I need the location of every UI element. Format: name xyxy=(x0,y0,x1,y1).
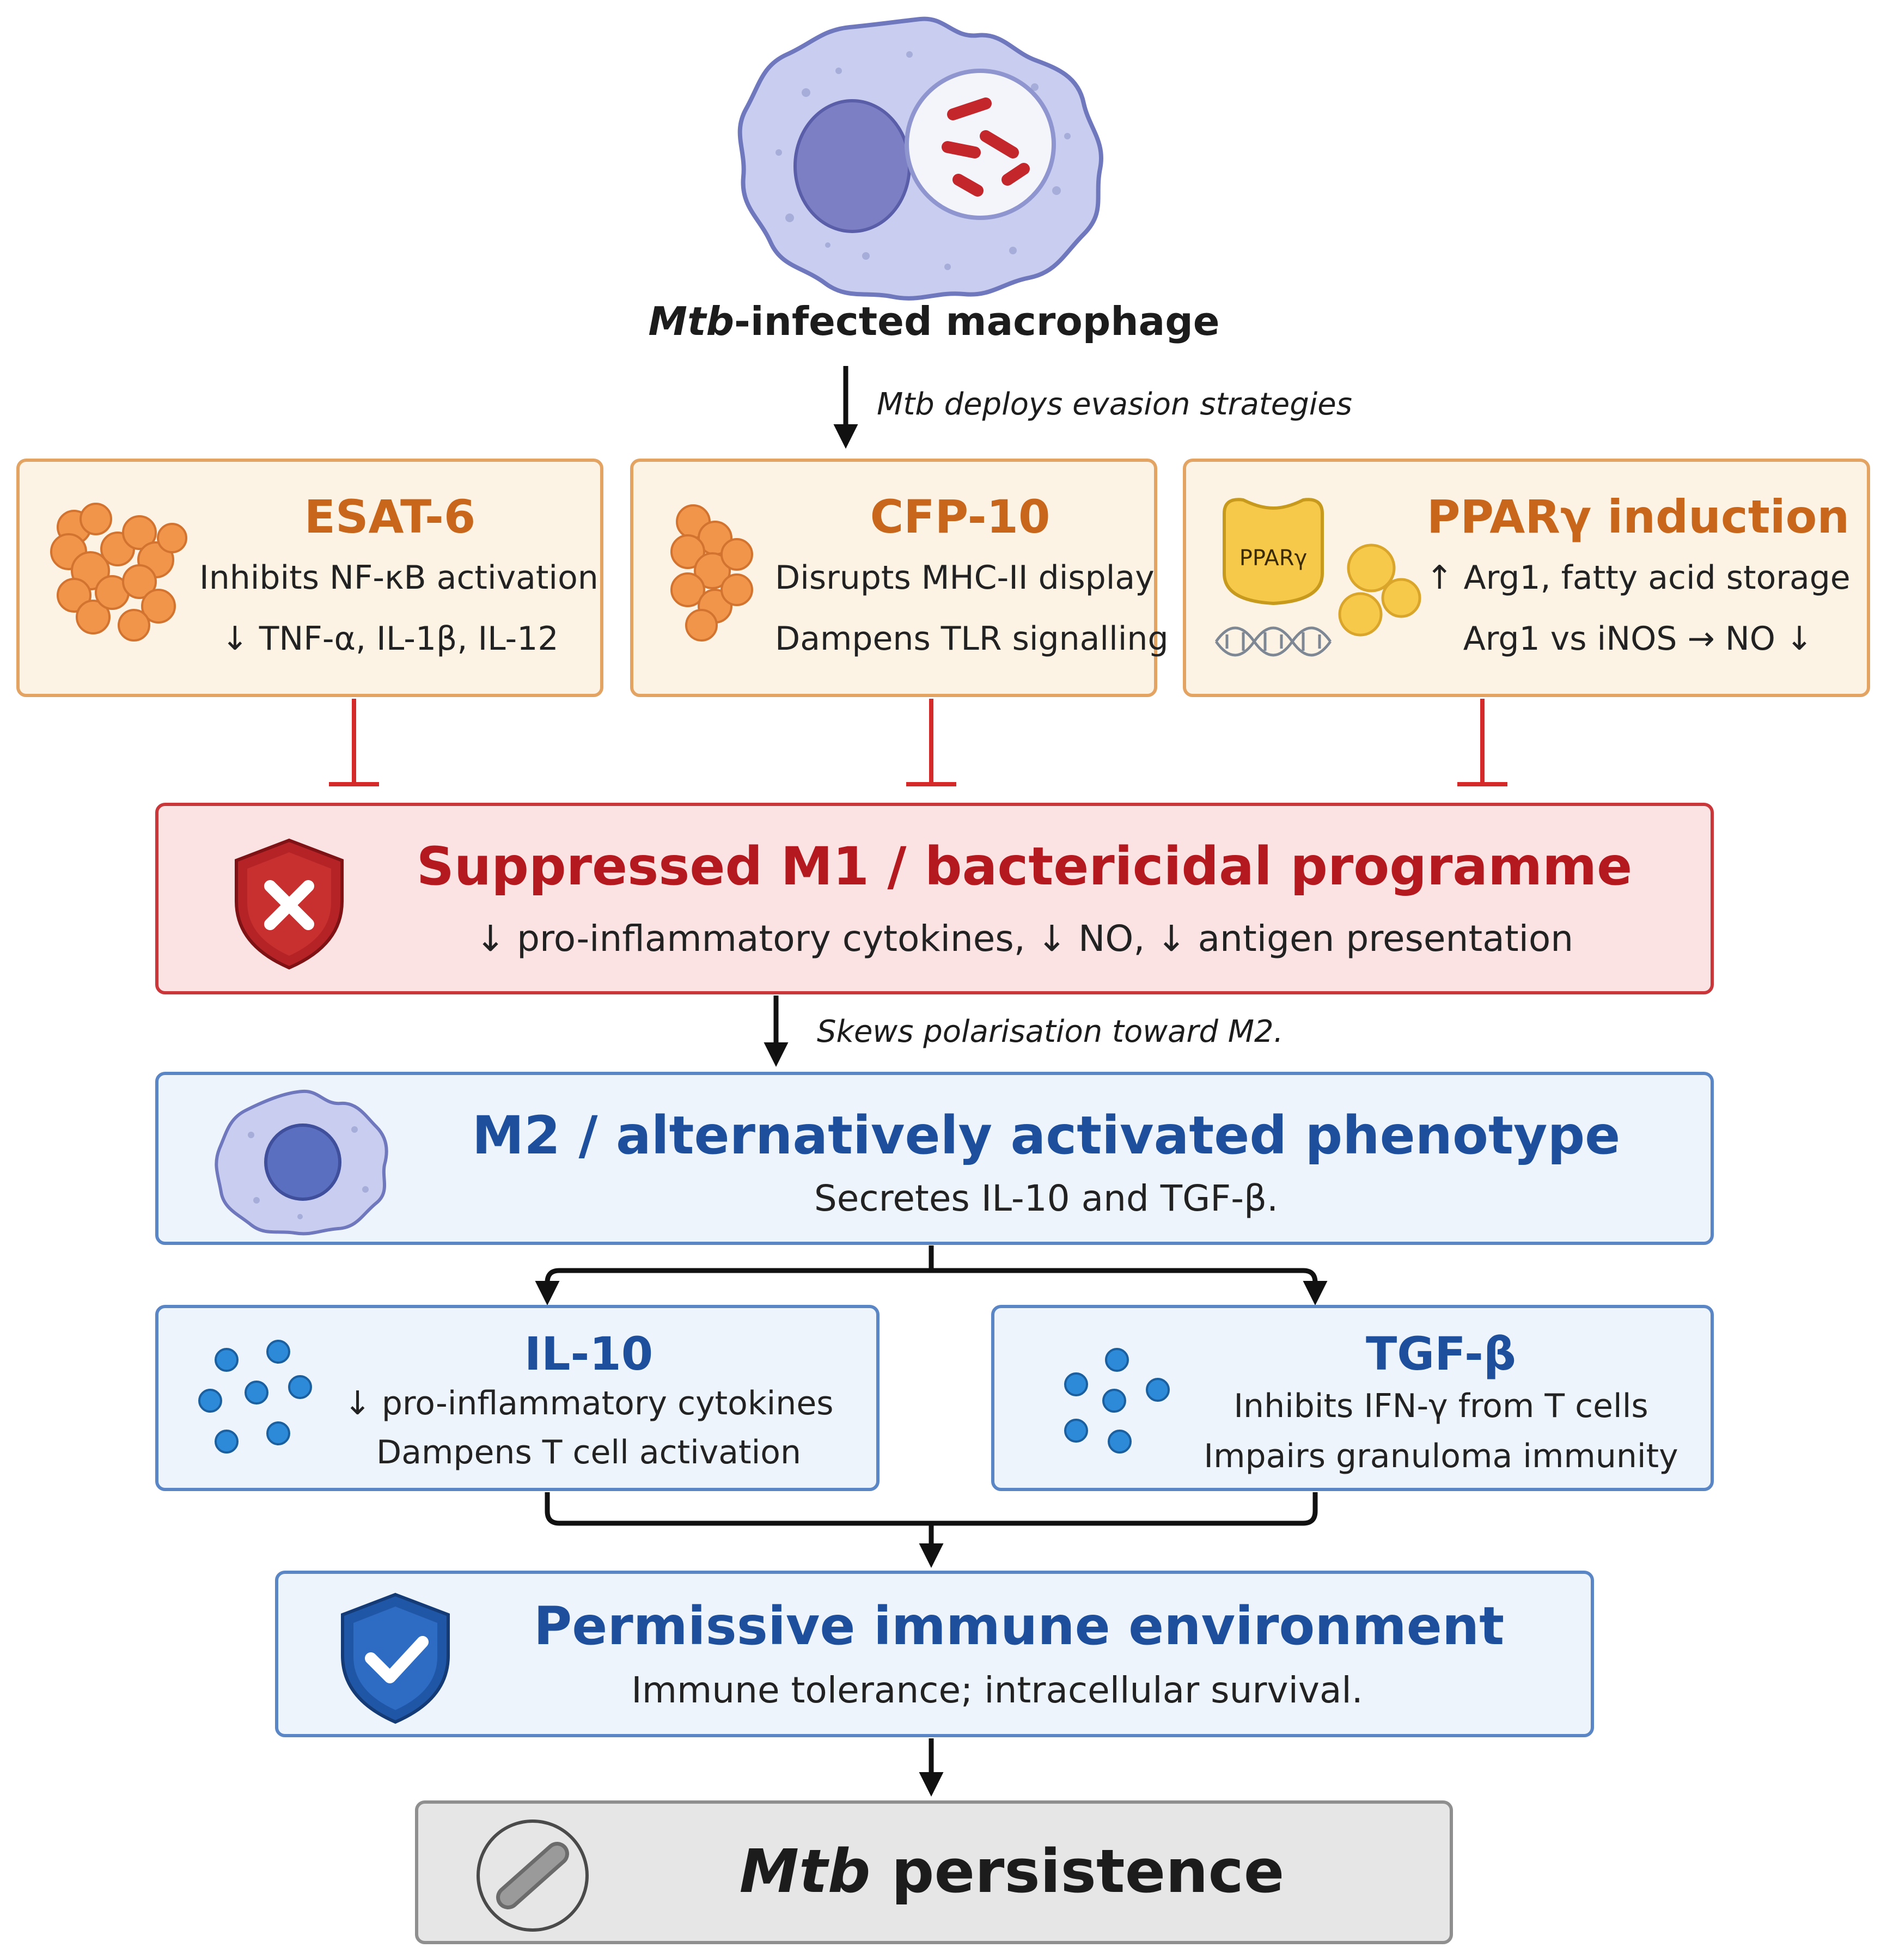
shield-check-icon xyxy=(341,1592,450,1724)
polarisation-note: Skews polarisation toward M2. xyxy=(817,1014,1284,1049)
cfp10-line1: Disrupts MHC-II display xyxy=(775,559,1155,597)
esat6-line2: ↓ TNF-α, IL-1β, IL-12 xyxy=(221,620,559,658)
arrow-merge xyxy=(545,1492,1318,1568)
ppar-line1: ↑ Arg1, fatty acid storage xyxy=(1426,559,1851,597)
protein-icon xyxy=(50,503,187,642)
il10-line1: ↓ pro-inflammatory cytokines xyxy=(344,1384,834,1422)
ppar-icon-label: PPARγ xyxy=(1239,546,1308,571)
tgfb-title: TGF-β xyxy=(1365,1327,1517,1381)
permissive-subtitle: Immune tolerance; intracellular survival… xyxy=(631,1669,1363,1711)
ppar-receptor-icon: PPARγ xyxy=(1214,498,1421,657)
m2-subtitle: Secretes IL-10 and TGF-β. xyxy=(814,1177,1279,1219)
tgfb-line2: Impairs granuloma immunity xyxy=(1204,1437,1678,1475)
suppressed-m1-box: Suppressed M1 / bactericidal programme ↓… xyxy=(155,803,1714,994)
cfp10-title: CFP-10 xyxy=(870,490,1051,544)
inhibit-cfp10 xyxy=(906,699,956,786)
shield-x-icon xyxy=(235,838,344,970)
esat6-title: ESAT-6 xyxy=(304,490,476,544)
ppar-box: PPARγ PPARγ induction ↑ Arg1, fatty acid… xyxy=(1183,459,1870,697)
esat6-line1: Inhibits NF-κB activation xyxy=(199,559,599,597)
macrophage-label: Mtb-infected macrophage xyxy=(648,298,1220,344)
il10-box: IL-10 ↓ pro-inflammatory cytokines Dampe… xyxy=(155,1305,880,1491)
persistence-box: Mtb persistence xyxy=(415,1800,1453,1944)
arrow-m2-split xyxy=(535,1245,1328,1305)
infected-macrophage-icon xyxy=(737,16,1103,301)
m2-macrophage-icon xyxy=(215,1089,388,1236)
cytokine-dots-icon xyxy=(1064,1348,1170,1454)
m1-title: Suppressed M1 / bactericidal programme xyxy=(416,836,1633,897)
m1-subtitle: ↓ pro-inflammatory cytokines, ↓ NO, ↓ an… xyxy=(475,918,1574,960)
m2-title: M2 / alternatively activated phenotype xyxy=(472,1105,1621,1166)
permissive-box: Permissive immune environment Immune tol… xyxy=(275,1571,1594,1737)
cytokine-dots-icon xyxy=(198,1340,312,1454)
inhibit-ppar xyxy=(1457,699,1507,786)
tgfb-box: TGF-β Inhibits IFN-γ from T cells Impair… xyxy=(991,1305,1714,1491)
m2-box: M2 / alternatively activated phenotype S… xyxy=(155,1072,1714,1245)
protein-icon xyxy=(670,504,753,642)
persistence-title: Mtb persistence xyxy=(739,1836,1285,1906)
cfp10-box: CFP-10 Disrupts MHC-II display Dampens T… xyxy=(630,459,1169,697)
inhibit-esat6 xyxy=(329,699,379,786)
tgfb-line1: Inhibits IFN-γ from T cells xyxy=(1233,1387,1648,1425)
ppar-line2: Arg1 vs iNOS → NO ↓ xyxy=(1463,620,1813,658)
il10-title: IL-10 xyxy=(524,1327,654,1381)
evasion-note: Mtb deploys evasion strategies xyxy=(877,387,1352,422)
permissive-title: Permissive immune environment xyxy=(533,1596,1505,1657)
bacillus-icon xyxy=(477,1819,589,1932)
esat6-box: ESAT-6 Inhibits NF-κB activation ↓ TNF-α… xyxy=(16,459,603,697)
ppar-title: PPARγ induction xyxy=(1426,490,1850,544)
il10-line2: Dampens T cell activation xyxy=(376,1433,801,1471)
cfp10-line2: Dampens TLR signalling xyxy=(775,620,1169,658)
